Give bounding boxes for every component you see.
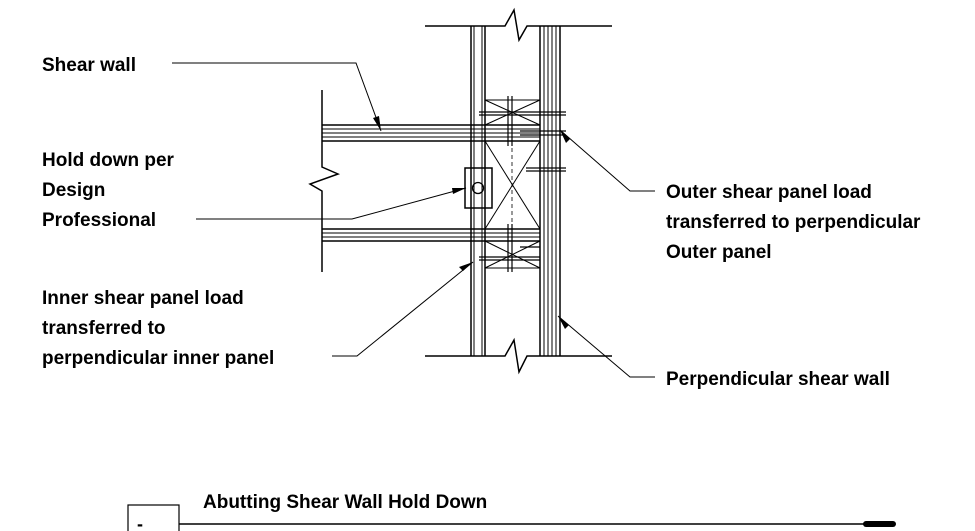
perpendicular-shear-wall [470, 26, 561, 356]
fasteners [479, 96, 566, 272]
label-hold-down-1: Hold down per [42, 150, 175, 171]
label-hold-down-2: Design [42, 180, 105, 201]
label-perpendicular-wall: Perpendicular shear wall [666, 369, 890, 390]
label-outer-panel-3: Outer panel [666, 242, 772, 263]
bottom-break-line [425, 337, 612, 375]
abutting-shear-wall [308, 90, 540, 272]
detail-mark: - [137, 514, 143, 531]
label-outer-panel-2: transferred to perpendicular [666, 212, 921, 233]
label-inner-panel-1: Inner shear panel load [42, 288, 244, 309]
label-outer-panel-1: Outer shear panel load [666, 182, 872, 203]
arrowheads [373, 116, 570, 329]
leader-lines [172, 62, 655, 378]
label-hold-down-3: Professional [42, 210, 156, 231]
label-inner-panel-3: perpendicular inner panel [42, 348, 274, 369]
label-inner-panel-2: transferred to [42, 318, 166, 339]
detail-title: Abutting Shear Wall Hold Down [203, 492, 487, 513]
label-shear-wall: Shear wall [42, 55, 136, 76]
labels: Shear wall Hold down per Design Professi… [42, 55, 921, 531]
hold-down [464, 167, 493, 209]
title-block [127, 504, 896, 531]
top-break-line [425, 7, 612, 43]
